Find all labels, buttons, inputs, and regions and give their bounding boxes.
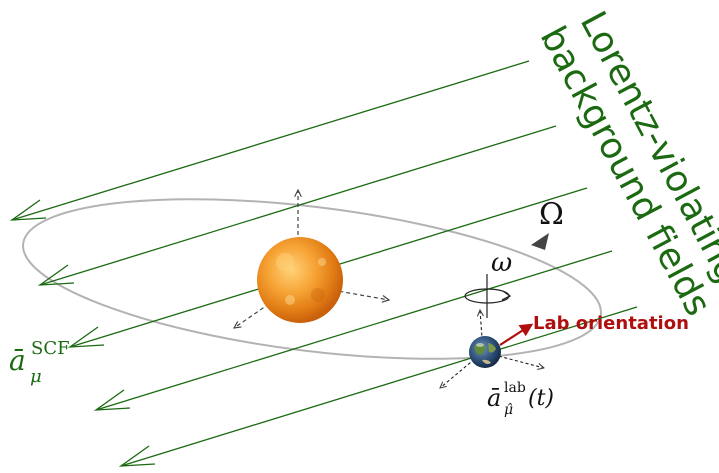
lab-orientation-label: Lab orientation [533,313,689,334]
lab-coefficient-base: ā [487,384,502,412]
field-line [118,306,638,467]
spin-rotation-icon [464,274,512,318]
scf-coefficient-label: ā SCF μ [9,338,99,398]
scf-coefficient-sup: SCF [31,338,70,359]
scf-coefficient-base: ā [9,344,26,377]
sun-icon [257,237,343,323]
lab-orientation-arrow [499,323,534,346]
spin-rate-label: ω [491,248,513,278]
lab-coefficient-label: ā lab μ̂ (t) [487,378,587,428]
lab-axis-y [440,351,484,388]
lab-coefficient-sub: μ̂ [504,402,514,418]
orbit-rate-label: Ω [539,197,564,232]
scf-coefficient-sub: μ [30,366,42,387]
field-line [9,60,530,221]
orbit-direction-arrowhead [531,233,549,250]
earth-icon [469,336,501,368]
orbit-ellipse [22,198,602,360]
field-line [93,250,613,411]
lab-coefficient-sup: lab [504,380,526,396]
lab-coefficient-arg: (t) [528,386,555,411]
